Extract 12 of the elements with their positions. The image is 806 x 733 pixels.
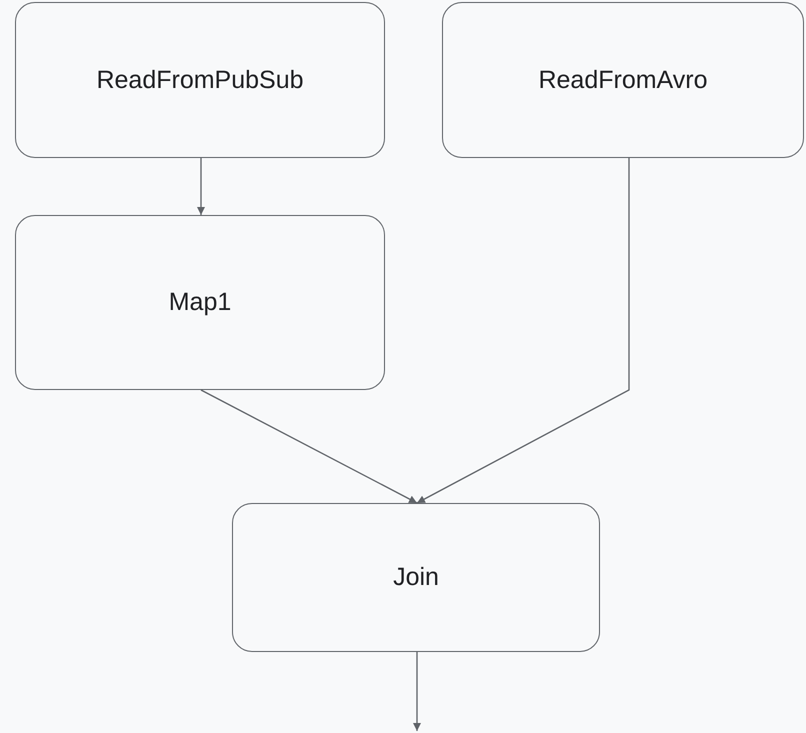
arrow (416, 158, 630, 504)
arrow (197, 158, 205, 215)
process-box (442, 2, 804, 158)
process-box (232, 503, 600, 652)
process-box (15, 2, 385, 158)
arrow (200, 389, 418, 504)
node-label: Join (393, 563, 439, 592)
process-box (15, 215, 385, 390)
node-label: ReadFromAvro (538, 66, 708, 94)
node-label: Map1 (168, 288, 232, 317)
node-label: ReadFromPubSub (96, 66, 304, 94)
arrow (413, 652, 421, 731)
